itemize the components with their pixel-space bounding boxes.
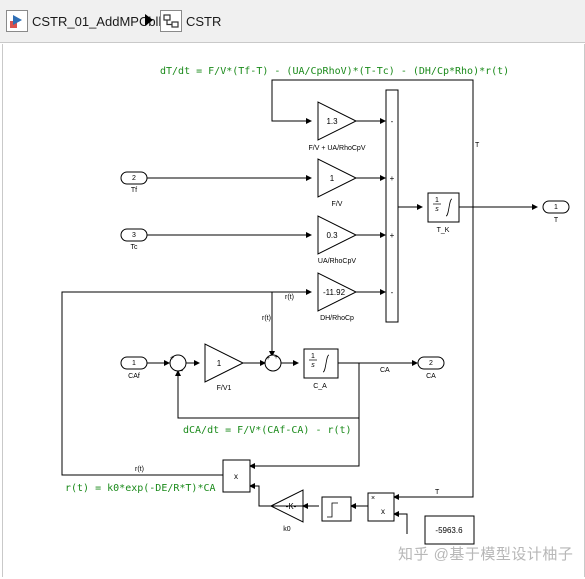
svg-text:T_K: T_K (437, 227, 450, 234)
svg-text:T: T (554, 217, 559, 224)
svg-text:Tc: Tc (131, 244, 139, 251)
constant-block[interactable]: -5963.6 (424, 515, 475, 545)
signal-label-rt-top: r(t) (285, 294, 294, 301)
gain-block-k0[interactable]: -K- k0 (270, 489, 304, 533)
watermark: 知乎 @基于模型设计柚子 (398, 546, 574, 563)
svg-text:F/V + UA/RhoCpV: F/V + UA/RhoCpV (309, 145, 366, 152)
svg-text:1: 1 (554, 204, 558, 211)
svg-text:1: 1 (330, 174, 335, 183)
product-block-rate[interactable]: x (222, 459, 251, 493)
signal-label-rt-bottom: r(t) (135, 466, 144, 473)
svg-text:x: x (234, 472, 238, 481)
svg-text:2: 2 (132, 175, 136, 182)
gain-block-dhrhocp[interactable]: -11.92 DH/RhoCp (317, 272, 358, 322)
subsystem-icon (160, 10, 182, 32)
breadcrumb-root[interactable]: CSTR_01_AddMPCblk (6, 9, 165, 33)
svg-text:s: s (311, 362, 315, 369)
integrator-block-tk[interactable]: 1 s T_K (427, 192, 460, 234)
svg-text:s: s (435, 206, 439, 213)
svg-text:-K-: -K- (286, 502, 297, 511)
concentration-equation: dCA/dt = F/V*(CAf-CA) - r(t) (183, 425, 352, 436)
outport-t[interactable]: 1 T (542, 200, 570, 224)
integrator-block-ca[interactable]: 1 s C_A (303, 348, 339, 390)
math-function-block-exp[interactable] (321, 496, 352, 522)
signal-label-t-lower: T (435, 489, 440, 496)
svg-text:-: - (391, 117, 394, 126)
svg-text:1: 1 (132, 360, 136, 367)
svg-text:k0: k0 (283, 526, 291, 533)
inport-tf[interactable]: 2 Tf (120, 171, 148, 194)
signal-label-t-upper: T (475, 142, 480, 149)
gain-block-fv1[interactable]: 1 F/V1 (204, 343, 245, 392)
sum-circle-rt[interactable]: + + (264, 354, 282, 372)
model-icon (6, 10, 28, 32)
svg-text:F/V1: F/V1 (217, 385, 232, 392)
svg-text:+: + (390, 174, 395, 183)
svg-text:UA/RhoCpV: UA/RhoCpV (318, 258, 356, 265)
svg-text:Tf: Tf (131, 187, 137, 194)
outport-ca[interactable]: 2 CA (417, 356, 445, 380)
svg-text:-: - (391, 288, 394, 297)
svg-text:0.3: 0.3 (326, 231, 338, 240)
rate-equation: r(t) = k0*exp(-DE/R*T)*CA (65, 483, 216, 494)
signal-label-ca: CA (380, 367, 390, 374)
svg-text:-11.92: -11.92 (323, 288, 346, 297)
svg-text:x: x (381, 507, 385, 516)
gain-block-ua[interactable]: 1.3 F/V + UA/RhoCpV (309, 101, 366, 152)
inport-tc[interactable]: 3 Tc (120, 228, 148, 251)
breadcrumb-separator-icon (145, 14, 153, 26)
sum-circle-caf[interactable]: + - (169, 354, 187, 375)
svg-text:1: 1 (217, 359, 222, 368)
signal-label-rt-mid: r(t) (262, 315, 271, 322)
temperature-equation: dT/dt = F/V*(Tf-T) - (UA/CpRhoV)*(T-Tc) … (160, 66, 509, 77)
breadcrumb-child-label: CSTR (186, 13, 222, 29)
svg-text:+: + (390, 231, 395, 240)
svg-text:1.3: 1.3 (326, 117, 338, 126)
svg-text:F/V: F/V (332, 201, 343, 208)
svg-text:CA: CA (426, 373, 436, 380)
svg-text:+: + (170, 355, 174, 362)
svg-text:DH/RhoCp: DH/RhoCp (320, 315, 354, 322)
svg-text:+: + (274, 354, 278, 361)
breadcrumb-root-label: CSTR_01_AddMPCblk (32, 13, 165, 29)
svg-text:-5963.6: -5963.6 (435, 526, 463, 535)
breadcrumb: CSTR_01_AddMPCblk CSTR (0, 0, 585, 43)
svg-text:1: 1 (435, 197, 439, 204)
svg-text:C_A: C_A (313, 383, 327, 390)
gain-block-fv[interactable]: 1 F/V (317, 158, 358, 208)
svg-text:CAf: CAf (128, 373, 140, 380)
sum-block-temperature[interactable]: - + + - (385, 89, 399, 323)
svg-text:-: - (181, 368, 184, 375)
svg-text:×: × (371, 495, 375, 502)
gain-block-uarhocpv[interactable]: 0.3 UA/RhoCpV (317, 215, 358, 265)
svg-text:+: + (266, 355, 270, 362)
breadcrumb-child[interactable]: CSTR (160, 9, 221, 33)
inport-caf[interactable]: 1 CAf (120, 356, 148, 380)
svg-text:3: 3 (132, 232, 136, 239)
svg-text:2: 2 (429, 360, 433, 367)
product-block-exp-arg[interactable]: × x (367, 492, 395, 522)
svg-text:1: 1 (311, 353, 315, 360)
